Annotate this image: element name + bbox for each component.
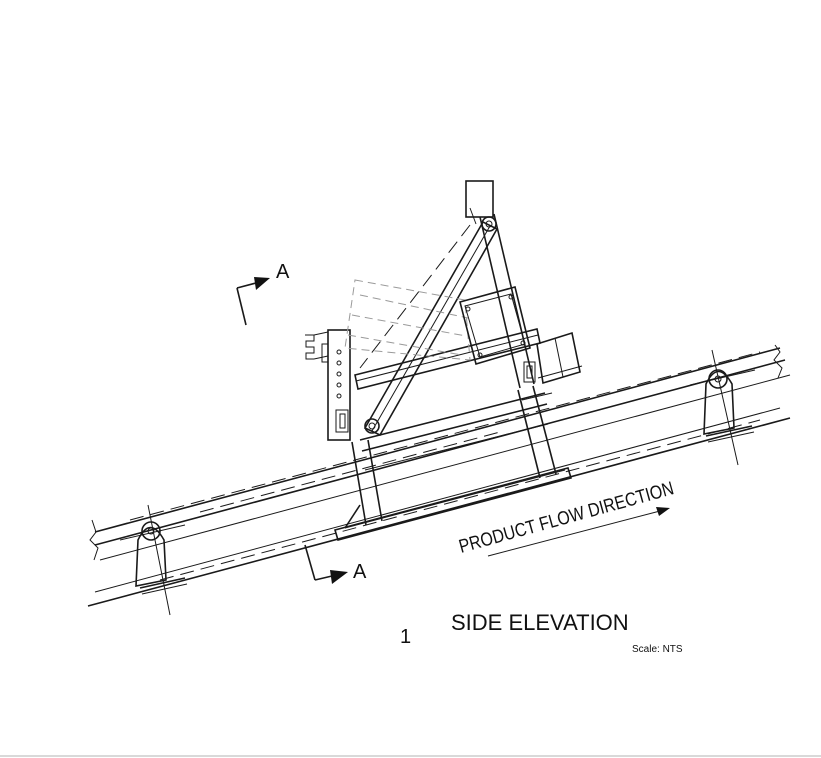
section-marker-top: A bbox=[236, 261, 290, 326]
gearbox bbox=[459, 286, 583, 385]
rear-post bbox=[517, 361, 557, 479]
phantom-raised-position bbox=[344, 279, 471, 361]
left-roller-bracket bbox=[119, 504, 188, 616]
brace-arm bbox=[359, 207, 499, 437]
view-title: SIDE ELEVATION bbox=[451, 610, 629, 635]
section-label-top: A bbox=[276, 261, 290, 283]
section-label-bottom: A bbox=[353, 561, 367, 583]
page-bottom-rule bbox=[0, 755, 821, 757]
section-arrow-icon bbox=[330, 570, 348, 584]
section-arrow-icon bbox=[254, 277, 270, 290]
upright-tower bbox=[465, 180, 535, 389]
scale-label: Scale: NTS bbox=[632, 644, 683, 655]
conveyor-rails bbox=[87, 344, 791, 607]
view-number: 1 bbox=[400, 626, 411, 648]
cross-frame bbox=[354, 328, 549, 471]
flow-arrow-icon bbox=[656, 507, 670, 516]
front-post bbox=[305, 329, 383, 526]
right-roller-bracket bbox=[689, 349, 756, 466]
section-marker-bottom: A bbox=[304, 544, 367, 584]
